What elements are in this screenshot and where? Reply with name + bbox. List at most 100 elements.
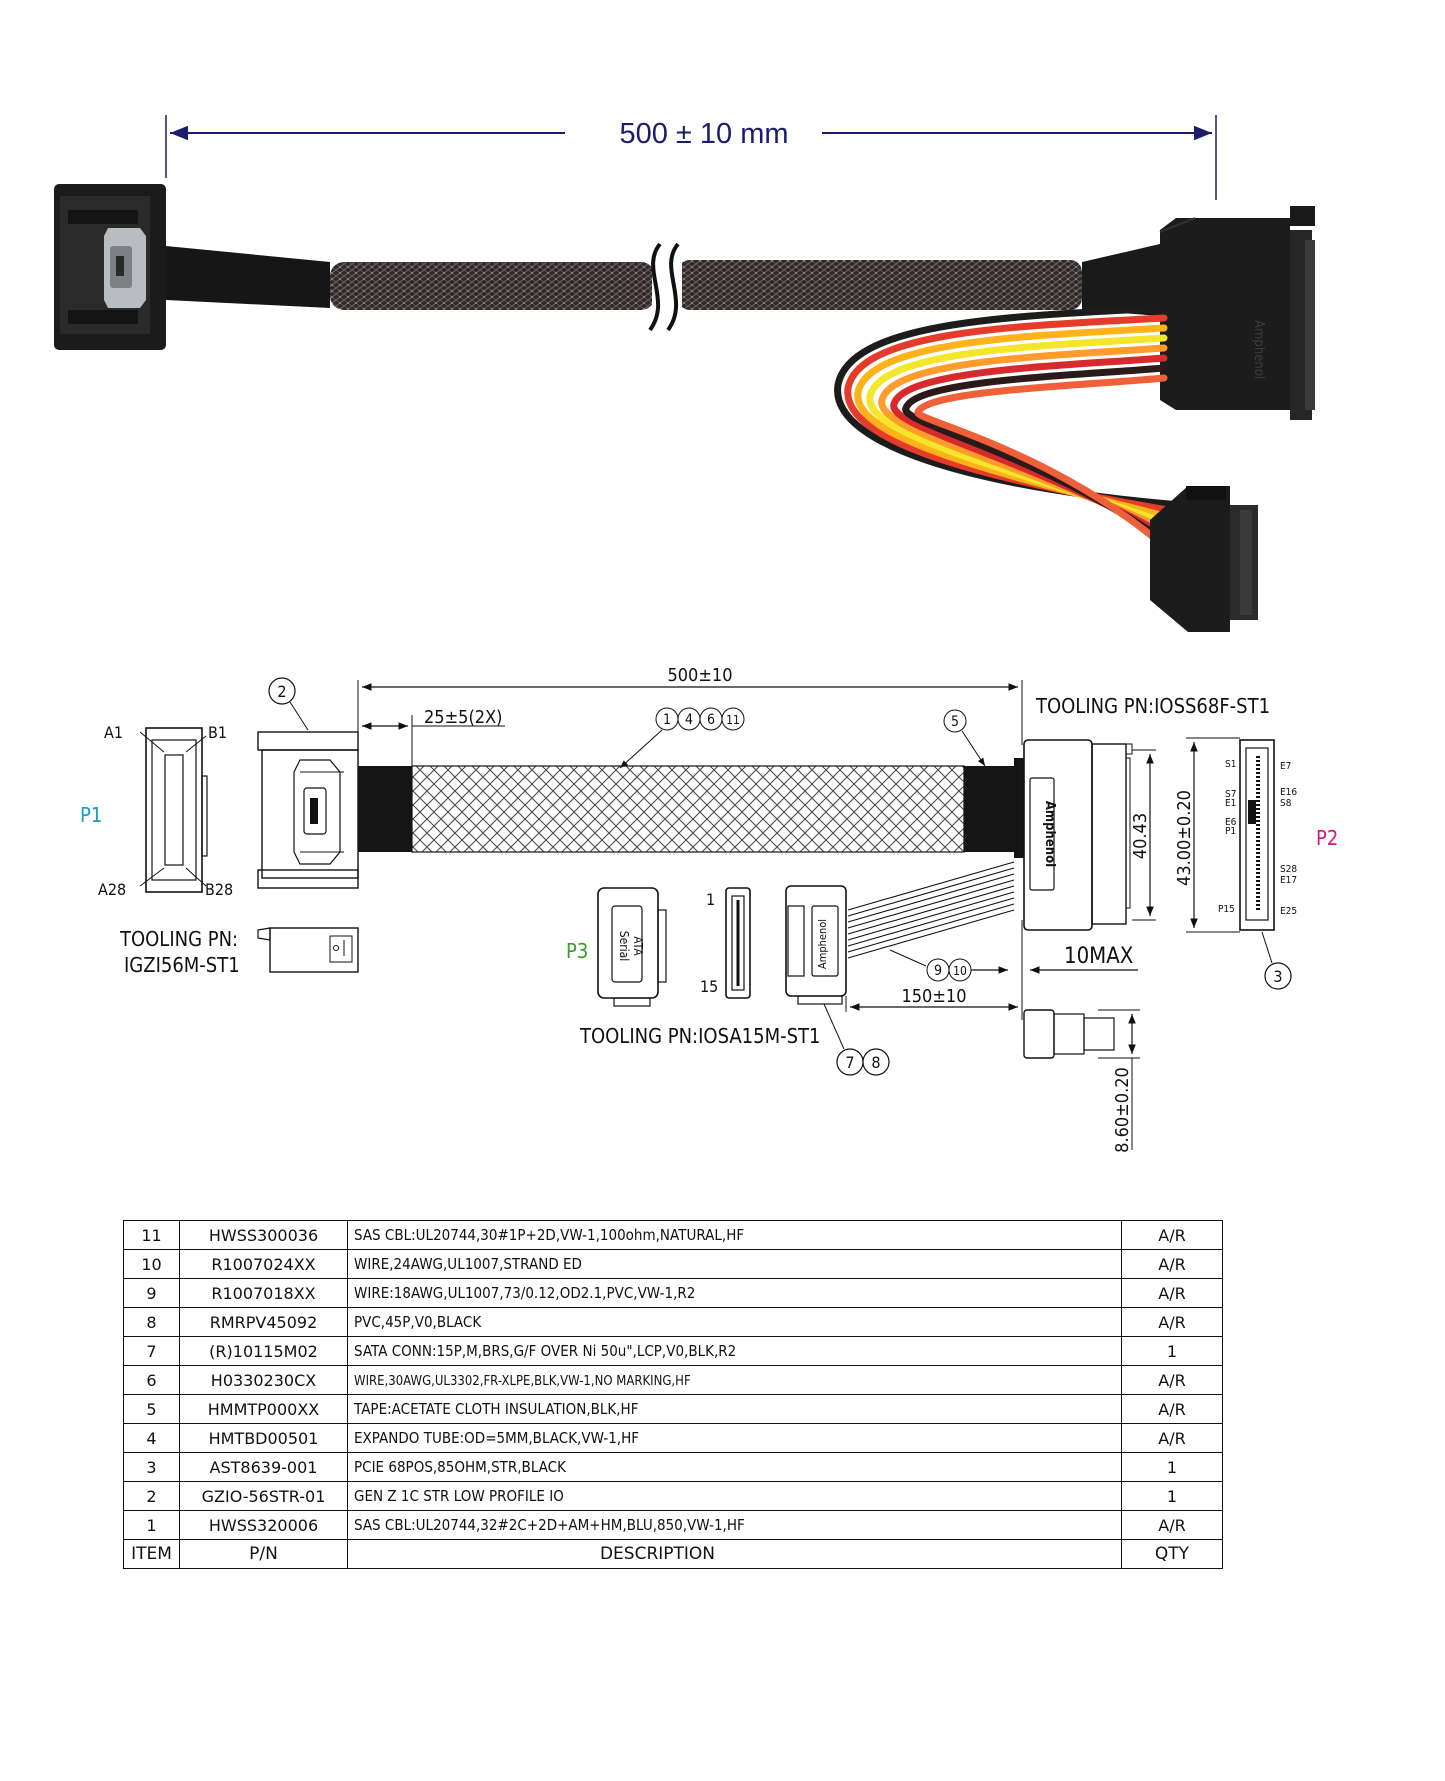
bom-qty: A/R xyxy=(1121,1510,1223,1540)
bom-item: 9 xyxy=(123,1278,180,1308)
svg-text:5: 5 xyxy=(951,714,959,730)
bom-description: GEN Z 1C STR LOW PROFILE IO xyxy=(354,1487,564,1505)
bom-pn: GZIO-56STR-01 xyxy=(179,1481,348,1511)
table-row: 7 (R)10115M02 SATA CONN:15P,M,BRS,G/F OV… xyxy=(123,1336,1223,1366)
bom-pn: R1007018XX xyxy=(179,1278,348,1308)
p2-pin-s8: S8 xyxy=(1280,798,1292,809)
bom-pn: (R)10115M02 xyxy=(179,1336,348,1366)
p3-pin-view: 1 15 xyxy=(700,887,751,999)
p2-pin-p1: P1 xyxy=(1225,826,1236,837)
p3-pin-last: 15 xyxy=(700,977,718,996)
bom-pn: HWSS300036 xyxy=(179,1220,348,1250)
bom-pn: H0330230CX xyxy=(179,1365,348,1395)
svg-text:10: 10 xyxy=(953,964,967,978)
p3-label: P3 xyxy=(566,939,588,963)
bom-pn: RMRPV45092 xyxy=(179,1307,348,1337)
photo-braided-cable-right xyxy=(678,260,1082,310)
svg-text:4: 4 xyxy=(685,712,693,728)
bom-qty: A/R xyxy=(1121,1278,1223,1308)
bom-description: PCIE 68POS,85OHM,STR,BLACK xyxy=(354,1458,566,1476)
table-row: 6 H0330230CX WIRE,30AWG,UL3302,FR-XLPE,B… xyxy=(123,1365,1223,1395)
bom-pn: AST8639-001 xyxy=(179,1452,348,1482)
p2-label: P2 xyxy=(1316,826,1338,850)
p1-label: P1 xyxy=(80,803,102,827)
bom-item: 6 xyxy=(123,1365,180,1395)
bom-description: PVC,45P,V0,BLACK xyxy=(354,1313,482,1331)
bom-header-description: DESCRIPTION xyxy=(347,1539,1122,1569)
p2-pin-p15: P15 xyxy=(1218,904,1235,915)
p1-connector-side xyxy=(257,731,359,889)
bom-qty: A/R xyxy=(1121,1220,1223,1250)
bom-item: 11 xyxy=(123,1220,180,1250)
svg-text:6: 6 xyxy=(707,712,715,728)
svg-text:1: 1 xyxy=(663,712,671,728)
p3-wire-bundle xyxy=(847,861,1015,959)
table-row: 5 HMMTP000XX TAPE:ACETATE CLOTH INSULATI… xyxy=(123,1394,1223,1424)
bom-description: SATA CONN:15P,M,BRS,G/F OVER Ni 50u",LCP… xyxy=(354,1342,737,1360)
max-offset-dimension: 10MAX xyxy=(960,944,1138,974)
callout-group-9-10: 9 10 xyxy=(889,949,972,982)
p3-face-line1: Serial xyxy=(617,931,631,962)
p2-height-dimension: 43.00±0.20 xyxy=(1174,737,1240,933)
p1-front-view: A1 B1 A28 B28 xyxy=(98,723,233,899)
p2-pin-s1: S1 xyxy=(1225,759,1236,770)
cable-break-symbol xyxy=(648,242,682,332)
photo-jacket-right xyxy=(1082,244,1160,316)
cable-illustration: 500 ± 10 mm Amphenol xyxy=(54,115,1338,1153)
table-row: 2 GZIO-56STR-01 GEN Z 1C STR LOW PROFILE… xyxy=(123,1481,1223,1511)
bom-description: SAS CBL:UL20744,30#1P+2D,VW-1,100ohm,NAT… xyxy=(354,1226,745,1244)
p3-tooling: TOOLING PN:IOSA15M-ST1 xyxy=(579,1024,820,1048)
bom-header-qty: QTY xyxy=(1121,1539,1223,1569)
photo-sata-connector xyxy=(1150,486,1258,632)
p2-height-label: 43.00±0.20 xyxy=(1174,790,1195,886)
tape-length-label: 25±5(2X) xyxy=(424,707,503,728)
photo-brand-mark: Amphenol xyxy=(1251,320,1266,379)
p1-tooling-block: TOOLING PN: IGZI56M-ST1 xyxy=(119,927,359,977)
bom-table: 11 HWSS300036 SAS CBL:UL20744,30#1P+2D,V… xyxy=(123,1220,1223,1569)
max-offset-label: 10MAX xyxy=(1064,944,1133,969)
p1-tooling-line1: TOOLING PN: xyxy=(119,927,238,951)
bom-description: SAS CBL:UL20744,32#2C+2D+AM+HM,BLU,850,V… xyxy=(354,1516,745,1534)
tape-section-right xyxy=(964,766,1014,852)
bom-description: WIRE,30AWG,UL3302,FR-XLPE,BLK,VW-1,NO MA… xyxy=(354,1374,691,1389)
bom-item: 7 xyxy=(123,1336,180,1366)
callout-3: 3 xyxy=(1261,931,1292,990)
bom-item: 4 xyxy=(123,1423,180,1453)
p2-pin-e16: E16 xyxy=(1280,787,1297,798)
p2-pin-s7: S7 xyxy=(1225,789,1236,800)
bom-header-row: ITEM P/N DESCRIPTION QTY xyxy=(123,1539,1223,1569)
photo-sff8639-connector: Amphenol xyxy=(1159,206,1315,420)
overall-length-dimension: 500±10 xyxy=(357,665,1023,760)
svg-text:7: 7 xyxy=(845,1053,854,1072)
p1-pin-b1: B1 xyxy=(208,723,227,742)
p3-connector-side: Amphenol xyxy=(785,885,847,1005)
p3-height-label: 8.60±0.20 xyxy=(1112,1067,1133,1153)
p3-pin-first: 1 xyxy=(706,890,715,909)
p2-tooling: TOOLING PN:IOSS68F-ST1 xyxy=(1035,694,1270,718)
bom-item: 10 xyxy=(123,1249,180,1279)
bom-description: EXPANDO TUBE:OD=5MM,BLACK,VW-1,HF xyxy=(354,1429,640,1447)
p2-pin-e1: E1 xyxy=(1225,798,1236,809)
svg-text:9: 9 xyxy=(934,963,942,979)
bom-qty: 1 xyxy=(1121,1481,1223,1511)
bom-pn: HMMTP000XX xyxy=(179,1394,348,1424)
bom-header-pn: P/N xyxy=(179,1539,348,1569)
bom-qty: A/R xyxy=(1121,1365,1223,1395)
table-row: 4 HMTBD00501 EXPANDO TUBE:OD=5MM,BLACK,V… xyxy=(123,1423,1223,1453)
expando-tube xyxy=(411,765,965,853)
p1-pin-a1: A1 xyxy=(104,723,123,742)
tape-section-left xyxy=(358,766,412,852)
p2-pin-s28: S28 xyxy=(1280,864,1297,875)
photo-length-dimension: 500 ± 10 mm xyxy=(165,115,1217,200)
p2-pin-e6: E6 xyxy=(1225,817,1237,828)
p1-pin-b28: B28 xyxy=(205,880,233,899)
table-row: 11 HWSS300036 SAS CBL:UL20744,30#1P+2D,V… xyxy=(123,1220,1223,1250)
p2-pin-e25: E25 xyxy=(1280,906,1297,917)
p2-width-dimension: 40.43 xyxy=(1130,749,1156,921)
callout-group-7-8: 7 8 xyxy=(823,1003,890,1076)
pigtail-length-label: 150±10 xyxy=(901,986,966,1007)
pigtail-length-dimension: 150±10 xyxy=(845,920,1023,1020)
bom-qty: A/R xyxy=(1121,1307,1223,1337)
bom-description: TAPE:ACETATE CLOTH INSULATION,BLK,HF xyxy=(354,1400,639,1418)
